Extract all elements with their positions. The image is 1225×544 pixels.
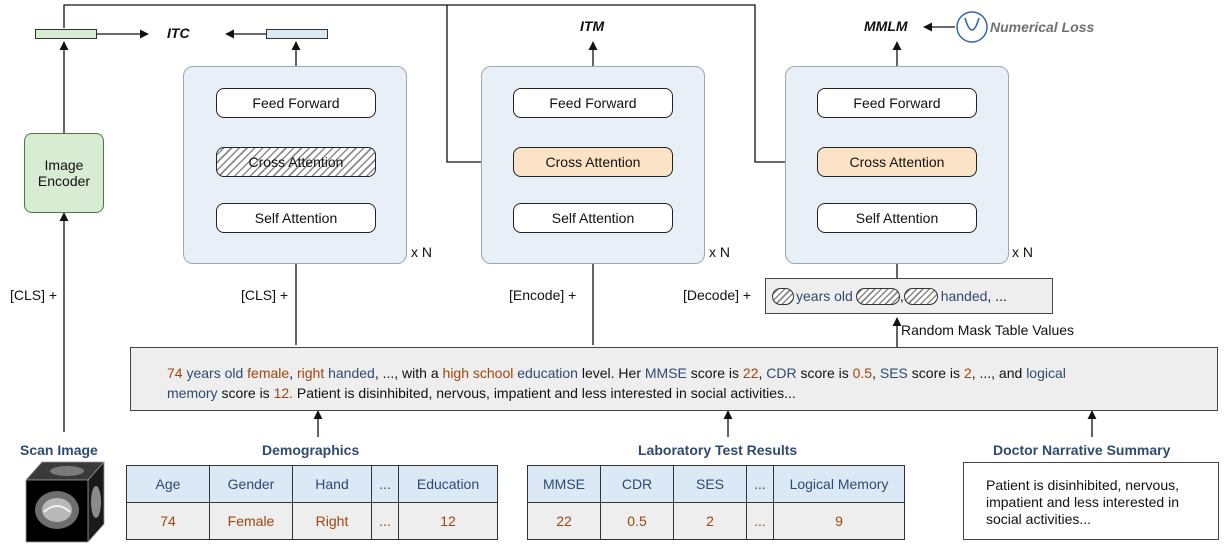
demographics-value-gender: Female [209,502,293,540]
text-education-value: high school [442,365,514,381]
self-attention-layer-1: Self Attention [216,203,376,233]
masked-seq-word-1: years old [796,288,853,304]
scan-image-title: Scan Image [20,442,98,458]
itc-head: ITC [167,25,190,41]
text-age-value: 74 [167,365,183,381]
text-segment: score is [796,365,853,381]
feed-forward-layer-2: Feed Forward [513,88,673,118]
text-mmse-label: MMSE [644,365,687,381]
feed-forward-layer-3: Feed Forward [817,88,977,118]
text-ses-label: SES [879,365,908,381]
brain-scan-cube-icon [25,460,105,544]
text-segment: , [872,365,880,381]
lab-header-mmse: MMSE [527,465,601,503]
text-segment: level. Her [577,365,645,381]
text-cdr-label: CDR [766,365,797,381]
narrative-line-3: social activities... [986,511,1092,527]
masked-seq-ellipsis: , ... [987,288,1007,304]
narrative-line-2: impatient and less interested in [986,494,1179,510]
text-gender-value: female [247,365,290,381]
text-narrative-segment: Patient is disinhibited, nervous, impati… [293,385,796,401]
text-segment: score is [686,365,743,381]
lab-value-logical-memory: 9 [773,502,905,540]
lab-value-more: ... [746,502,774,540]
text-ses-value: 2 [963,365,972,381]
mmlm-head: MMLM [864,18,908,34]
lab-results-title: Laboratory Test Results [638,442,798,458]
repeat-label-1: x N [411,244,432,260]
numerical-loss-label: Numerical Loss [990,19,1095,35]
itm-head: ITM [580,18,605,34]
text-segment: score is [217,385,274,401]
demographics-header-more: ... [371,465,399,503]
lab-value-cdr: 0.5 [600,502,674,540]
encode-token: [Encode] + [509,287,577,303]
cross-attention-disabled-layer: Cross Attention [216,147,376,177]
lab-header-cdr: CDR [600,465,674,503]
demographics-title: Demographics [262,442,360,458]
feed-forward-layer-1: Feed Forward [216,88,376,118]
text-segment: handed [328,365,375,381]
demographics-value-age: 74 [126,502,210,540]
masked-seq-comma: , [899,288,904,304]
lab-header-ses: SES [673,465,747,503]
lab-header-more: ... [746,465,774,503]
lab-value-ses: 2 [673,502,747,540]
masked-sequence-box: years old , handed , ... [765,278,1053,314]
cross-attention-layer-2: Cross Attention [513,147,673,177]
text-segment: education [517,365,578,381]
lab-results-table: MMSE CDR SES ... Logical Memory 22 0.5 2… [527,465,905,540]
text-mmse-value: 22 [742,365,759,381]
narrative-title: Doctor Narrative Summary [993,442,1171,458]
cross-attention-layer-3: Cross Attention [817,147,977,177]
demographics-header-hand: Hand [292,465,372,503]
narrative-line-1: Patient is disinhibited, nervous, [986,477,1179,493]
text-logical-label: logical [1026,365,1066,381]
text-segment: years old [182,365,248,381]
image-encoder-line1: Image [44,157,84,173]
cls-text-token: [CLS] + [241,287,289,303]
repeat-label-2: x N [709,244,730,260]
text-memory-label: memory [167,385,218,401]
decode-token: [Decode] + [683,287,752,303]
demographics-value-more: ... [371,502,399,540]
lab-header-logical-memory: Logical Memory [773,465,905,503]
mask-token [855,287,900,305]
mask-token [772,287,794,305]
image-encoder-line2: Encoder [37,173,91,189]
text-hand-value: right [296,365,325,381]
random-mask-label: Random Mask Table Values [901,322,1075,338]
repeat-label-3: x N [1012,244,1033,260]
demographics-header-age: Age [126,465,210,503]
self-attention-layer-2: Self Attention [513,203,673,233]
numerical-loss-icon [956,11,988,43]
self-attention-layer-3: Self Attention [817,203,977,233]
demographics-header-education: Education [398,465,498,503]
image-encoder: Image Encoder [24,133,104,213]
text-segment: score is [907,365,964,381]
demographics-header-gender: Gender [209,465,293,503]
text-segment: , ..., with a [374,365,443,381]
demographics-table: Age Gender Hand ... Education 74 Female … [126,465,498,540]
text-cdr-value: 0.5 [852,365,873,381]
text-segment: , [758,365,767,381]
masked-seq-word-2: handed [940,288,988,304]
demographics-value-education: 12 [398,502,498,540]
text-segment: , [289,365,297,381]
demographics-value-hand: Right [292,502,372,540]
text-segment: , ..., and [971,365,1027,381]
cls-image-token: [CLS] + [10,287,58,303]
narrative-box: Patient is disinhibited, nervous, impati… [963,462,1219,540]
mask-token [903,287,938,305]
lab-value-mmse: 22 [527,502,601,540]
combined-text-box: 74 years old female, right handed, ..., … [130,347,1218,411]
image-embedding-token [35,29,97,39]
text-memory-value: 12. [273,385,294,401]
text-embedding-token [266,29,328,39]
